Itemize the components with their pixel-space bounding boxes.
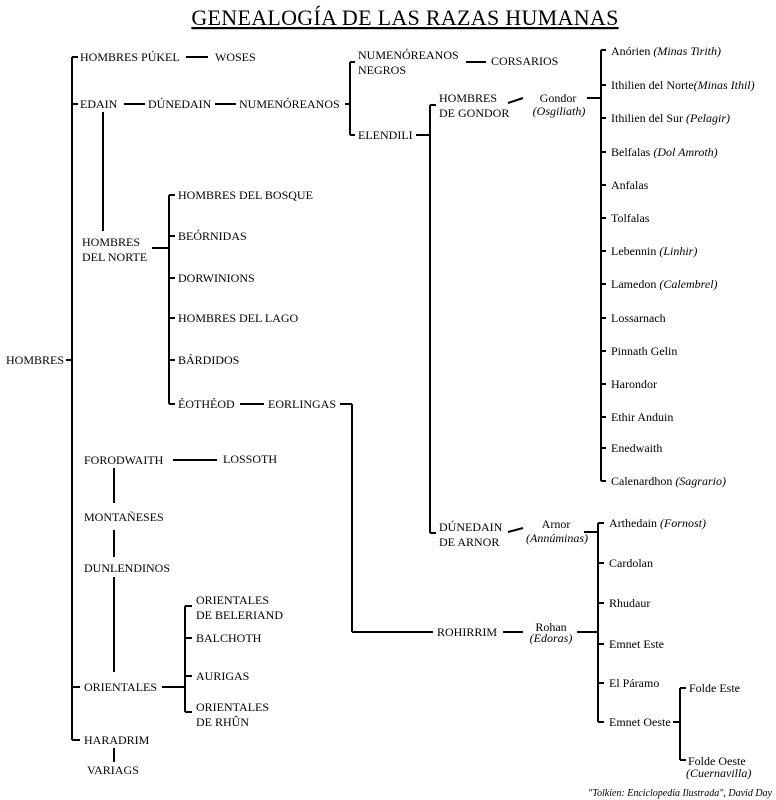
node-hombres-pukel: HOMBRES PÚKEL [80, 50, 180, 64]
node-variags: VARIAGS [87, 763, 139, 777]
node-eotheod: ÉOTHÉOD [178, 397, 235, 411]
node-orientales-rhun-line1: ORIENTALES [196, 700, 269, 714]
region-cuernavilla: (Cuernavilla) [686, 766, 751, 780]
node-dunlendinos: DUNLENDINOS [84, 561, 170, 575]
arnor-regions: Arthedain (Fornost) Cardolan Rhudaur [609, 516, 706, 610]
node-hombres-norte-line1: HOMBRES [82, 235, 140, 249]
node-montaneses: MONTAÑESES [84, 510, 164, 524]
node-numenoreanos: NUMENÓREANOS [239, 97, 340, 111]
node-balchoth: BALCHOTH [196, 631, 262, 645]
region-tolfalas: Tolfalas [611, 211, 650, 225]
node-dunedain: DÚNEDAIN [148, 97, 212, 111]
region-cardolan: Cardolan [609, 556, 653, 570]
node-orientales-rhun-line2: DE RHÛN [196, 715, 249, 729]
region-el-paramo: El Páramo [609, 676, 659, 690]
node-hombres-gondor-line2: DE GONDOR [439, 106, 509, 120]
node-numenoreanos-negros-line1: NUMENÓREANOS [358, 48, 459, 62]
node-beornidas: BEÓRNIDAS [178, 229, 247, 243]
node-forodwaith: FORODWAITH [84, 453, 164, 467]
region-harondor: Harondor [611, 377, 657, 391]
node-rohirrim: ROHIRRIM [437, 625, 497, 639]
node-hombres-norte-line2: DEL NORTE [82, 250, 147, 264]
region-lebennin: Lebennin (Linhir) [611, 244, 697, 258]
region-ithilien-sur: Ithilien del Sur (Pelagir) [611, 111, 730, 125]
region-anorien: Anórien (Minas Tirith) [611, 44, 721, 58]
node-annuminas: (Annúminas) [526, 531, 588, 545]
region-pinnath-gelin: Pinnath Gelin [611, 344, 677, 358]
node-arnor: Arnor [542, 517, 571, 531]
node-bardidos: BÁRDIDOS [178, 353, 239, 367]
node-hombres-bosque: HOMBRES DEL BOSQUE [178, 188, 313, 202]
region-folde-oeste: Folde Oeste [688, 754, 746, 768]
node-dunedain-arnor-line2: DE ARNOR [439, 535, 499, 549]
main-labels: HOMBRES HOMBRES PÚKEL WOSES EDAIN DÚNEDA… [6, 48, 588, 777]
region-anfalas: Anfalas [611, 178, 649, 192]
region-arthedain: Arthedain (Fornost) [609, 516, 706, 530]
region-ithilien-norte: Ithilien del Norte(Minas Ithil) [611, 78, 755, 92]
node-gondor: Gondor [540, 91, 577, 105]
node-dunedain-arnor-line1: DÚNEDAIN [439, 520, 503, 534]
node-aurigas: AURIGAS [196, 669, 249, 683]
region-folde-este: Folde Este [689, 681, 740, 695]
node-orientales: ORIENTALES [84, 680, 157, 694]
node-hombres-gondor-line1: HOMBRES [439, 91, 497, 105]
node-lossoth: LOSSOTH [223, 452, 277, 466]
node-dorwinions: DORWINIONS [178, 271, 255, 285]
region-lamedon: Lamedon (Calembrel) [611, 277, 718, 291]
node-hombres: HOMBRES [6, 353, 64, 367]
node-orientales-beleriand-line2: DE BELERIAND [196, 608, 283, 622]
region-lossarnach: Lossarnach [611, 311, 666, 325]
node-edain: EDAIN [80, 97, 118, 111]
region-emnet-oeste: Emnet Oeste [609, 715, 671, 729]
node-numenoreanos-negros-line2: NEGROS [358, 63, 406, 77]
node-edoras: (Edoras) [530, 631, 573, 645]
node-eorlingas: EORLINGAS [268, 397, 336, 411]
node-orientales-beleriand-line1: ORIENTALES [196, 593, 269, 607]
region-belfalas: Belfalas (Dol Amroth) [611, 145, 718, 159]
region-enedwaith: Enedwaith [611, 441, 662, 455]
source-credit: "Tolkien: Enciclopedia Ilustrada", David… [588, 788, 772, 799]
region-ethir-anduin: Ethir Anduin [611, 410, 673, 424]
gondor-regions: Anórien (Minas Tirith) Ithilien del Nort… [611, 44, 755, 488]
node-haradrim: HARADRIM [84, 733, 150, 747]
region-calenardhon: Calenardhon (Sagrario) [611, 474, 726, 488]
node-rohan: Rohan [535, 620, 566, 634]
node-corsarios: CORSARIOS [491, 54, 558, 68]
node-elendili: ELENDILI [358, 128, 413, 142]
region-rhudaur: Rhudaur [609, 596, 650, 610]
node-woses: WOSES [215, 50, 256, 64]
connector-lines [66, 49, 686, 762]
node-hombres-lago: HOMBRES DEL LAGO [178, 311, 299, 325]
rohan-regions: Emnet Este El Páramo Emnet Oeste Folde E… [609, 637, 751, 780]
region-emnet-este: Emnet Este [609, 637, 664, 651]
node-osgiliath: (Osgiliath) [533, 104, 586, 118]
diagram-title: GENEALOGÍA DE LAS RAZAS HUMANAS [191, 5, 618, 30]
